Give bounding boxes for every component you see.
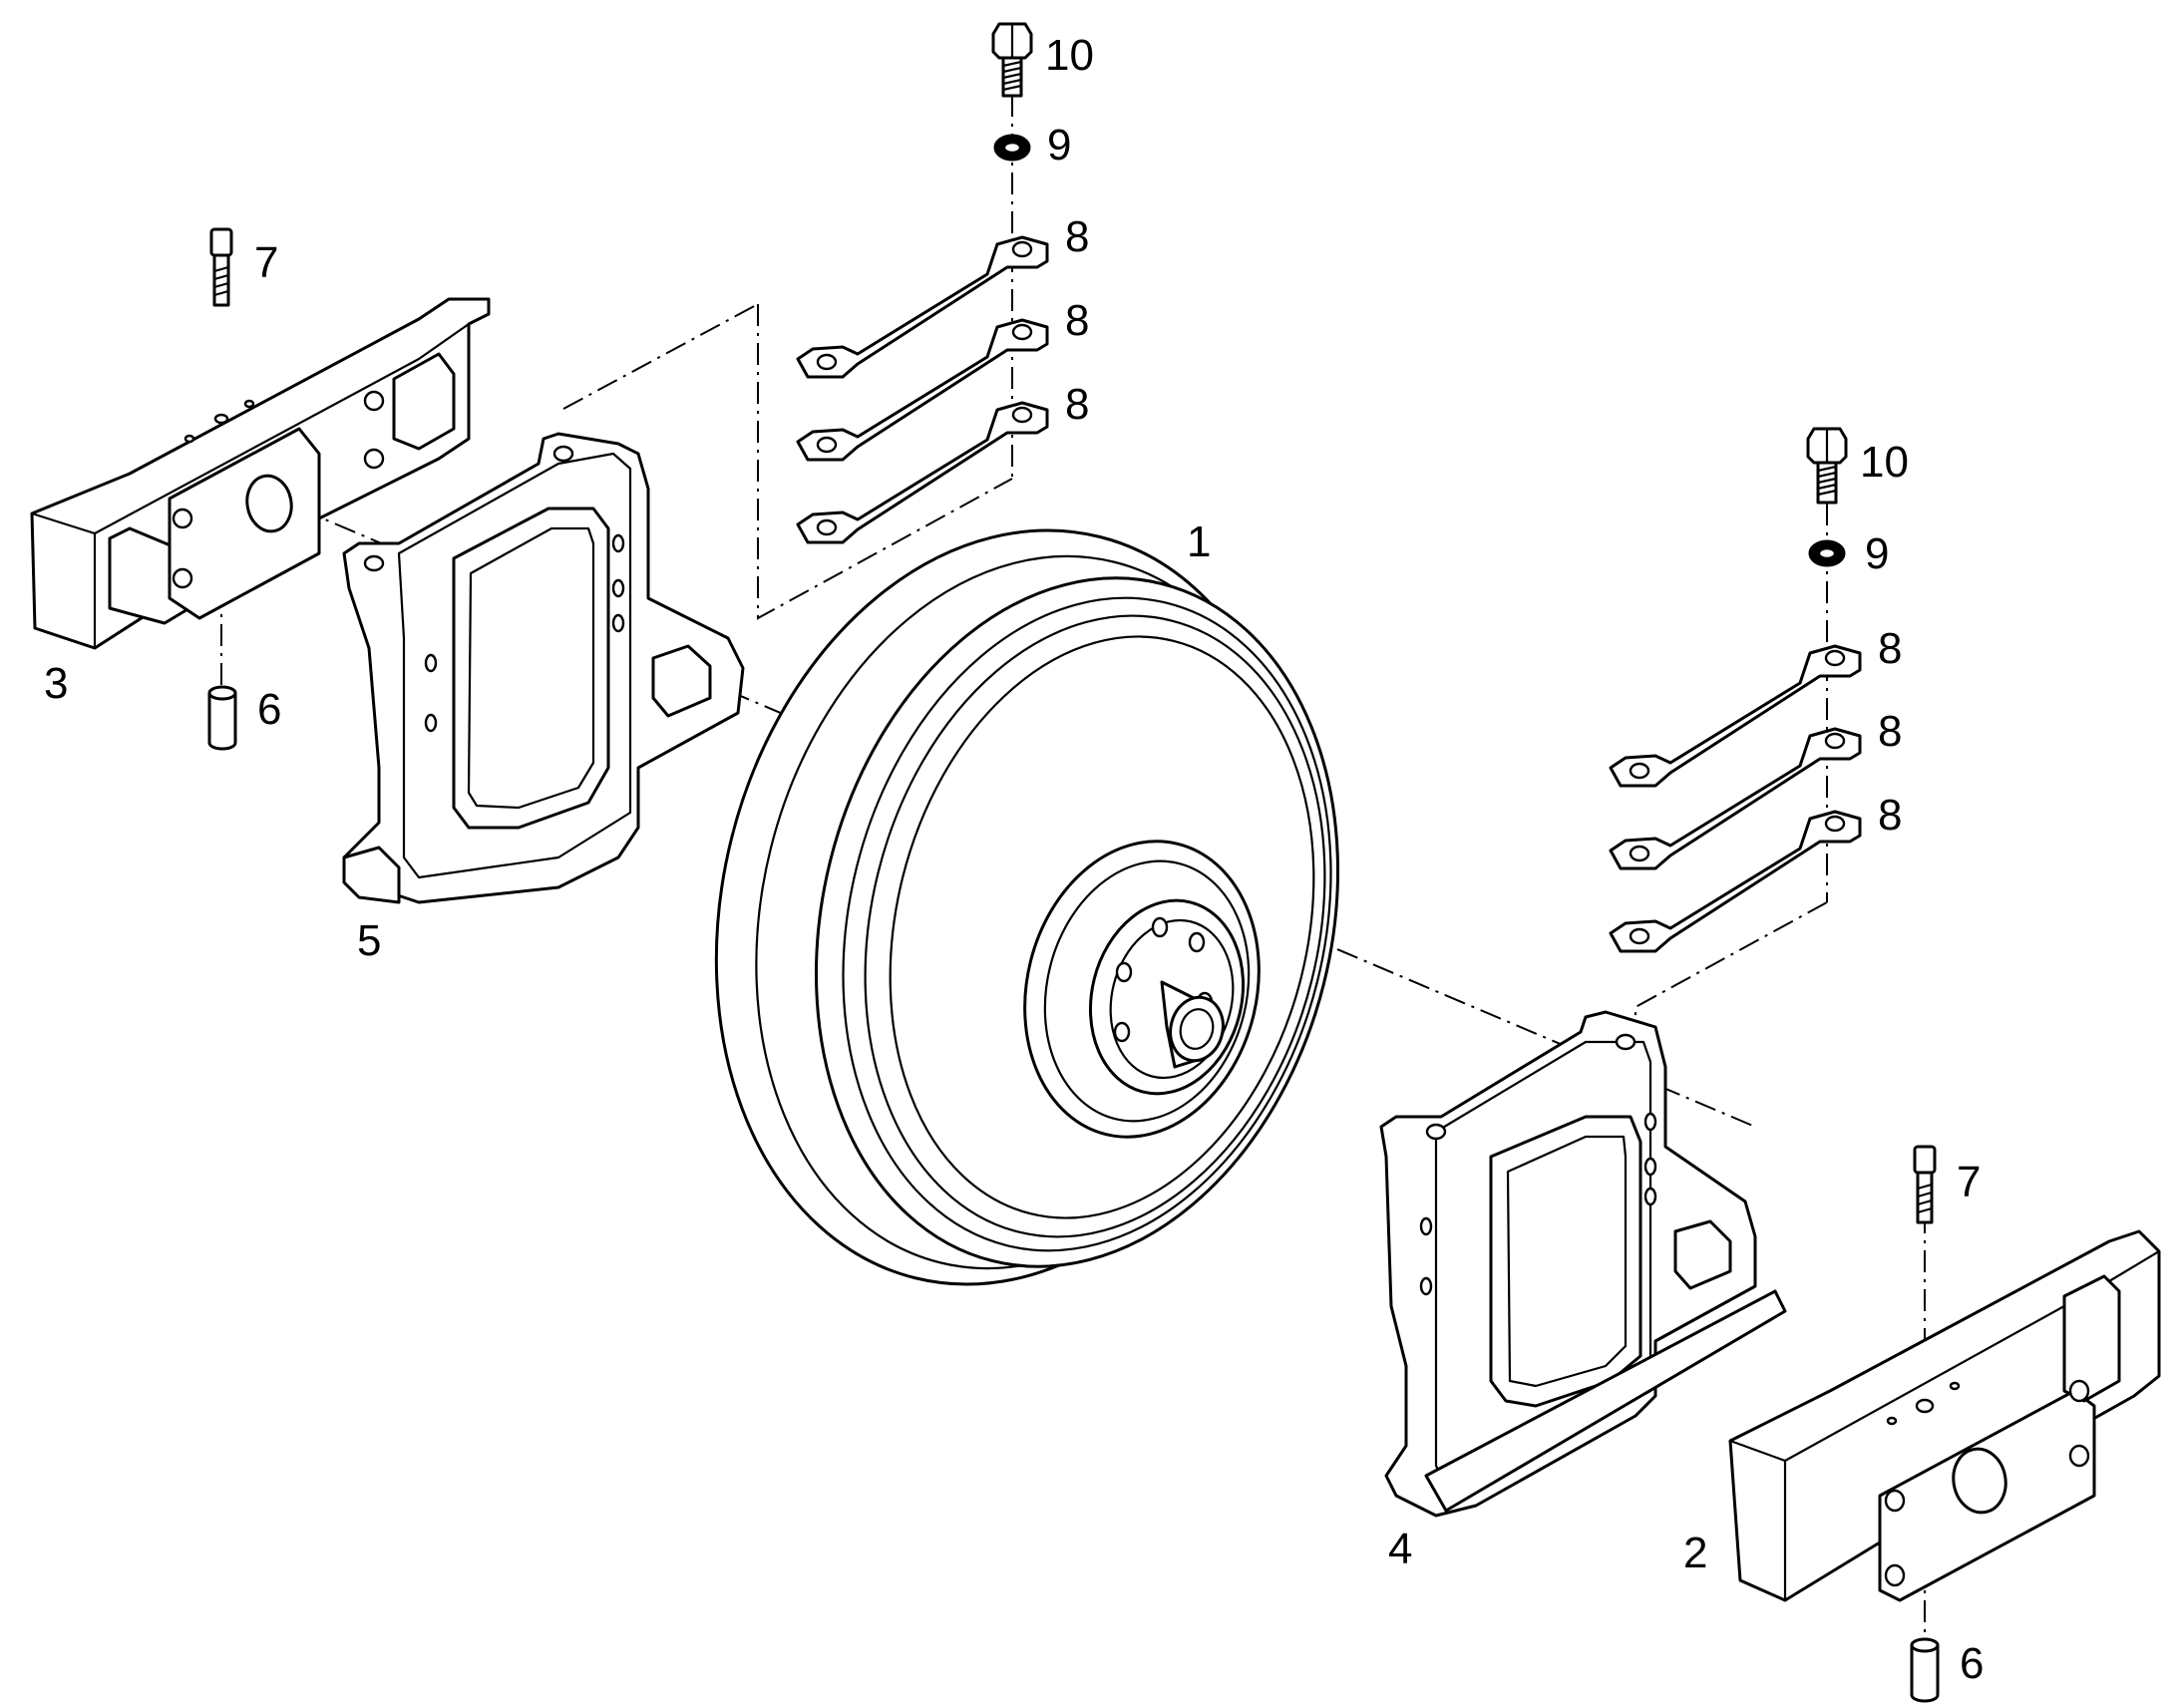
callout-2: 2	[1683, 1529, 1707, 1577]
callout-6-right: 6	[1960, 1639, 1984, 1688]
callout-8-right-c: 8	[1878, 791, 1902, 840]
callout-10-left: 10	[1045, 31, 1094, 80]
callout-4: 4	[1388, 1525, 1412, 1573]
washer-left	[993, 134, 1031, 162]
callout-10-right: 10	[1860, 438, 1909, 487]
callout-3: 3	[44, 659, 68, 708]
callout-6-left: 6	[257, 685, 281, 734]
callout-labels: 1 2 3 4 5 6 6 7 7 8 8 8 8 8 8 9 9 10 10	[44, 31, 1984, 1688]
left-bracket	[342, 432, 745, 904]
callout-8-right-a: 8	[1878, 624, 1902, 673]
washer-right	[1808, 539, 1846, 567]
idler-wheel	[714, 528, 1340, 1286]
callout-7-left: 7	[254, 238, 278, 287]
left-guard	[30, 297, 491, 650]
socket-screw-right	[1913, 1145, 1937, 1224]
callout-8-left-c: 8	[1065, 380, 1089, 429]
callout-8-left-a: 8	[1065, 212, 1089, 261]
right-bracket	[1379, 1010, 1787, 1518]
callout-9-left: 9	[1047, 121, 1071, 170]
shim-stack-right	[1609, 644, 1862, 953]
callout-9-right: 9	[1865, 529, 1889, 578]
bushing-left	[207, 685, 237, 751]
callout-7-right: 7	[1957, 1158, 1981, 1206]
hex-bolt-right	[1806, 427, 1848, 505]
callout-8-right-b: 8	[1878, 707, 1902, 756]
callout-1: 1	[1187, 517, 1211, 566]
callout-5: 5	[357, 916, 381, 965]
callout-8-left-b: 8	[1065, 296, 1089, 345]
right-guard	[1728, 1229, 2161, 1602]
shim-stack-left	[796, 235, 1049, 544]
bushing-right	[1910, 1637, 1940, 1703]
hex-bolt-left	[991, 22, 1033, 98]
socket-screw-left	[209, 227, 233, 307]
